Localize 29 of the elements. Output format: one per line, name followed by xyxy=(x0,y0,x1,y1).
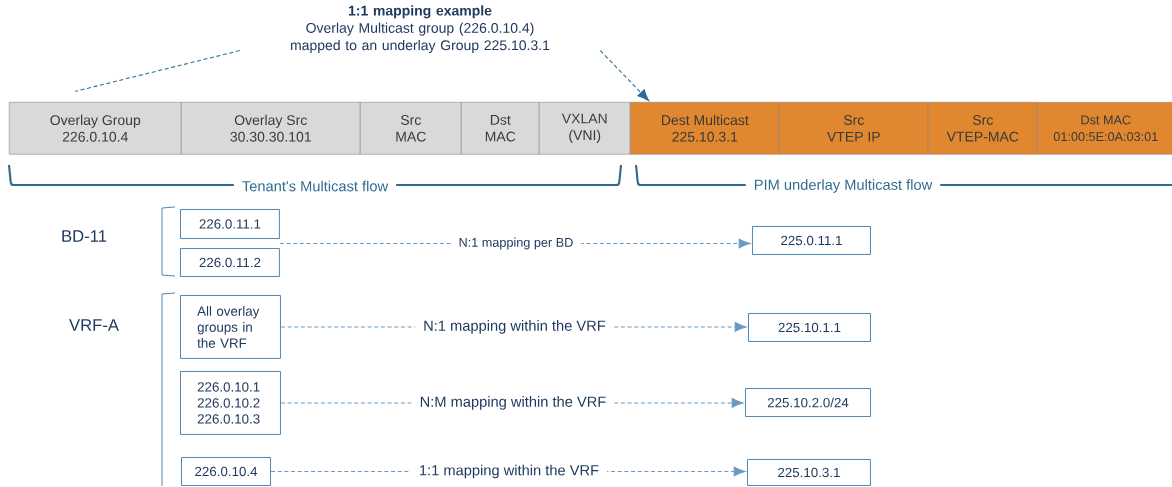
address-box: 225.10.2.0/24 xyxy=(745,388,871,417)
header-field: Src VTEP IP xyxy=(779,102,929,155)
header-field: Src MAC xyxy=(360,102,462,155)
callout-text: 1:1 mapping example Overlay Multicast group (226.0.10.4) mapped to an underlay Group 225.10.3.1 xyxy=(290,5,550,53)
header-field: Overlay Group 226.0.10.4 xyxy=(9,102,182,155)
address-box: 225.0.11.1 xyxy=(752,226,871,255)
bracket-label: Tenant's Multicast flow xyxy=(233,176,397,196)
header-field: Dst MAC xyxy=(461,102,540,155)
header-field: Dst MAC 01:00:5E:0A:03:01 xyxy=(1037,102,1172,155)
address-box: All overlay groups in the VRF xyxy=(180,295,281,359)
address-box: 225.10.3.1 xyxy=(747,459,871,486)
address-box: 225.10.1.1 xyxy=(748,313,871,342)
edge-label: 1:1 mapping within the VRF xyxy=(420,464,599,479)
group-label: BD-11 xyxy=(62,230,107,242)
address-box: 226.0.11.1 xyxy=(180,209,280,239)
address-box: 226.0.10.4 xyxy=(181,457,271,486)
bracket-label: PIM underlay Multicast flow xyxy=(745,174,941,198)
edge-label: N:1 mapping within the VRF xyxy=(424,320,606,334)
connector xyxy=(599,50,650,102)
address-box: 226.0.10.1 226.0.10.2 226.0.10.3 xyxy=(180,371,281,435)
edge-label: N:M mapping within the VRF xyxy=(420,396,606,410)
header-field: Dest Multicast 225.10.3.1 xyxy=(630,102,780,155)
connector xyxy=(74,50,241,92)
header-field: VXLAN (VNI) xyxy=(539,102,631,155)
header-field: Src VTEP-MAC xyxy=(928,102,1038,155)
edge-label: N:1 mapping per BD xyxy=(459,237,573,250)
header-field: Overlay Src 30.30.30.101 xyxy=(181,102,361,155)
address-box: 226.0.11.2 xyxy=(180,248,280,277)
group-label: VRF-A xyxy=(69,319,119,331)
